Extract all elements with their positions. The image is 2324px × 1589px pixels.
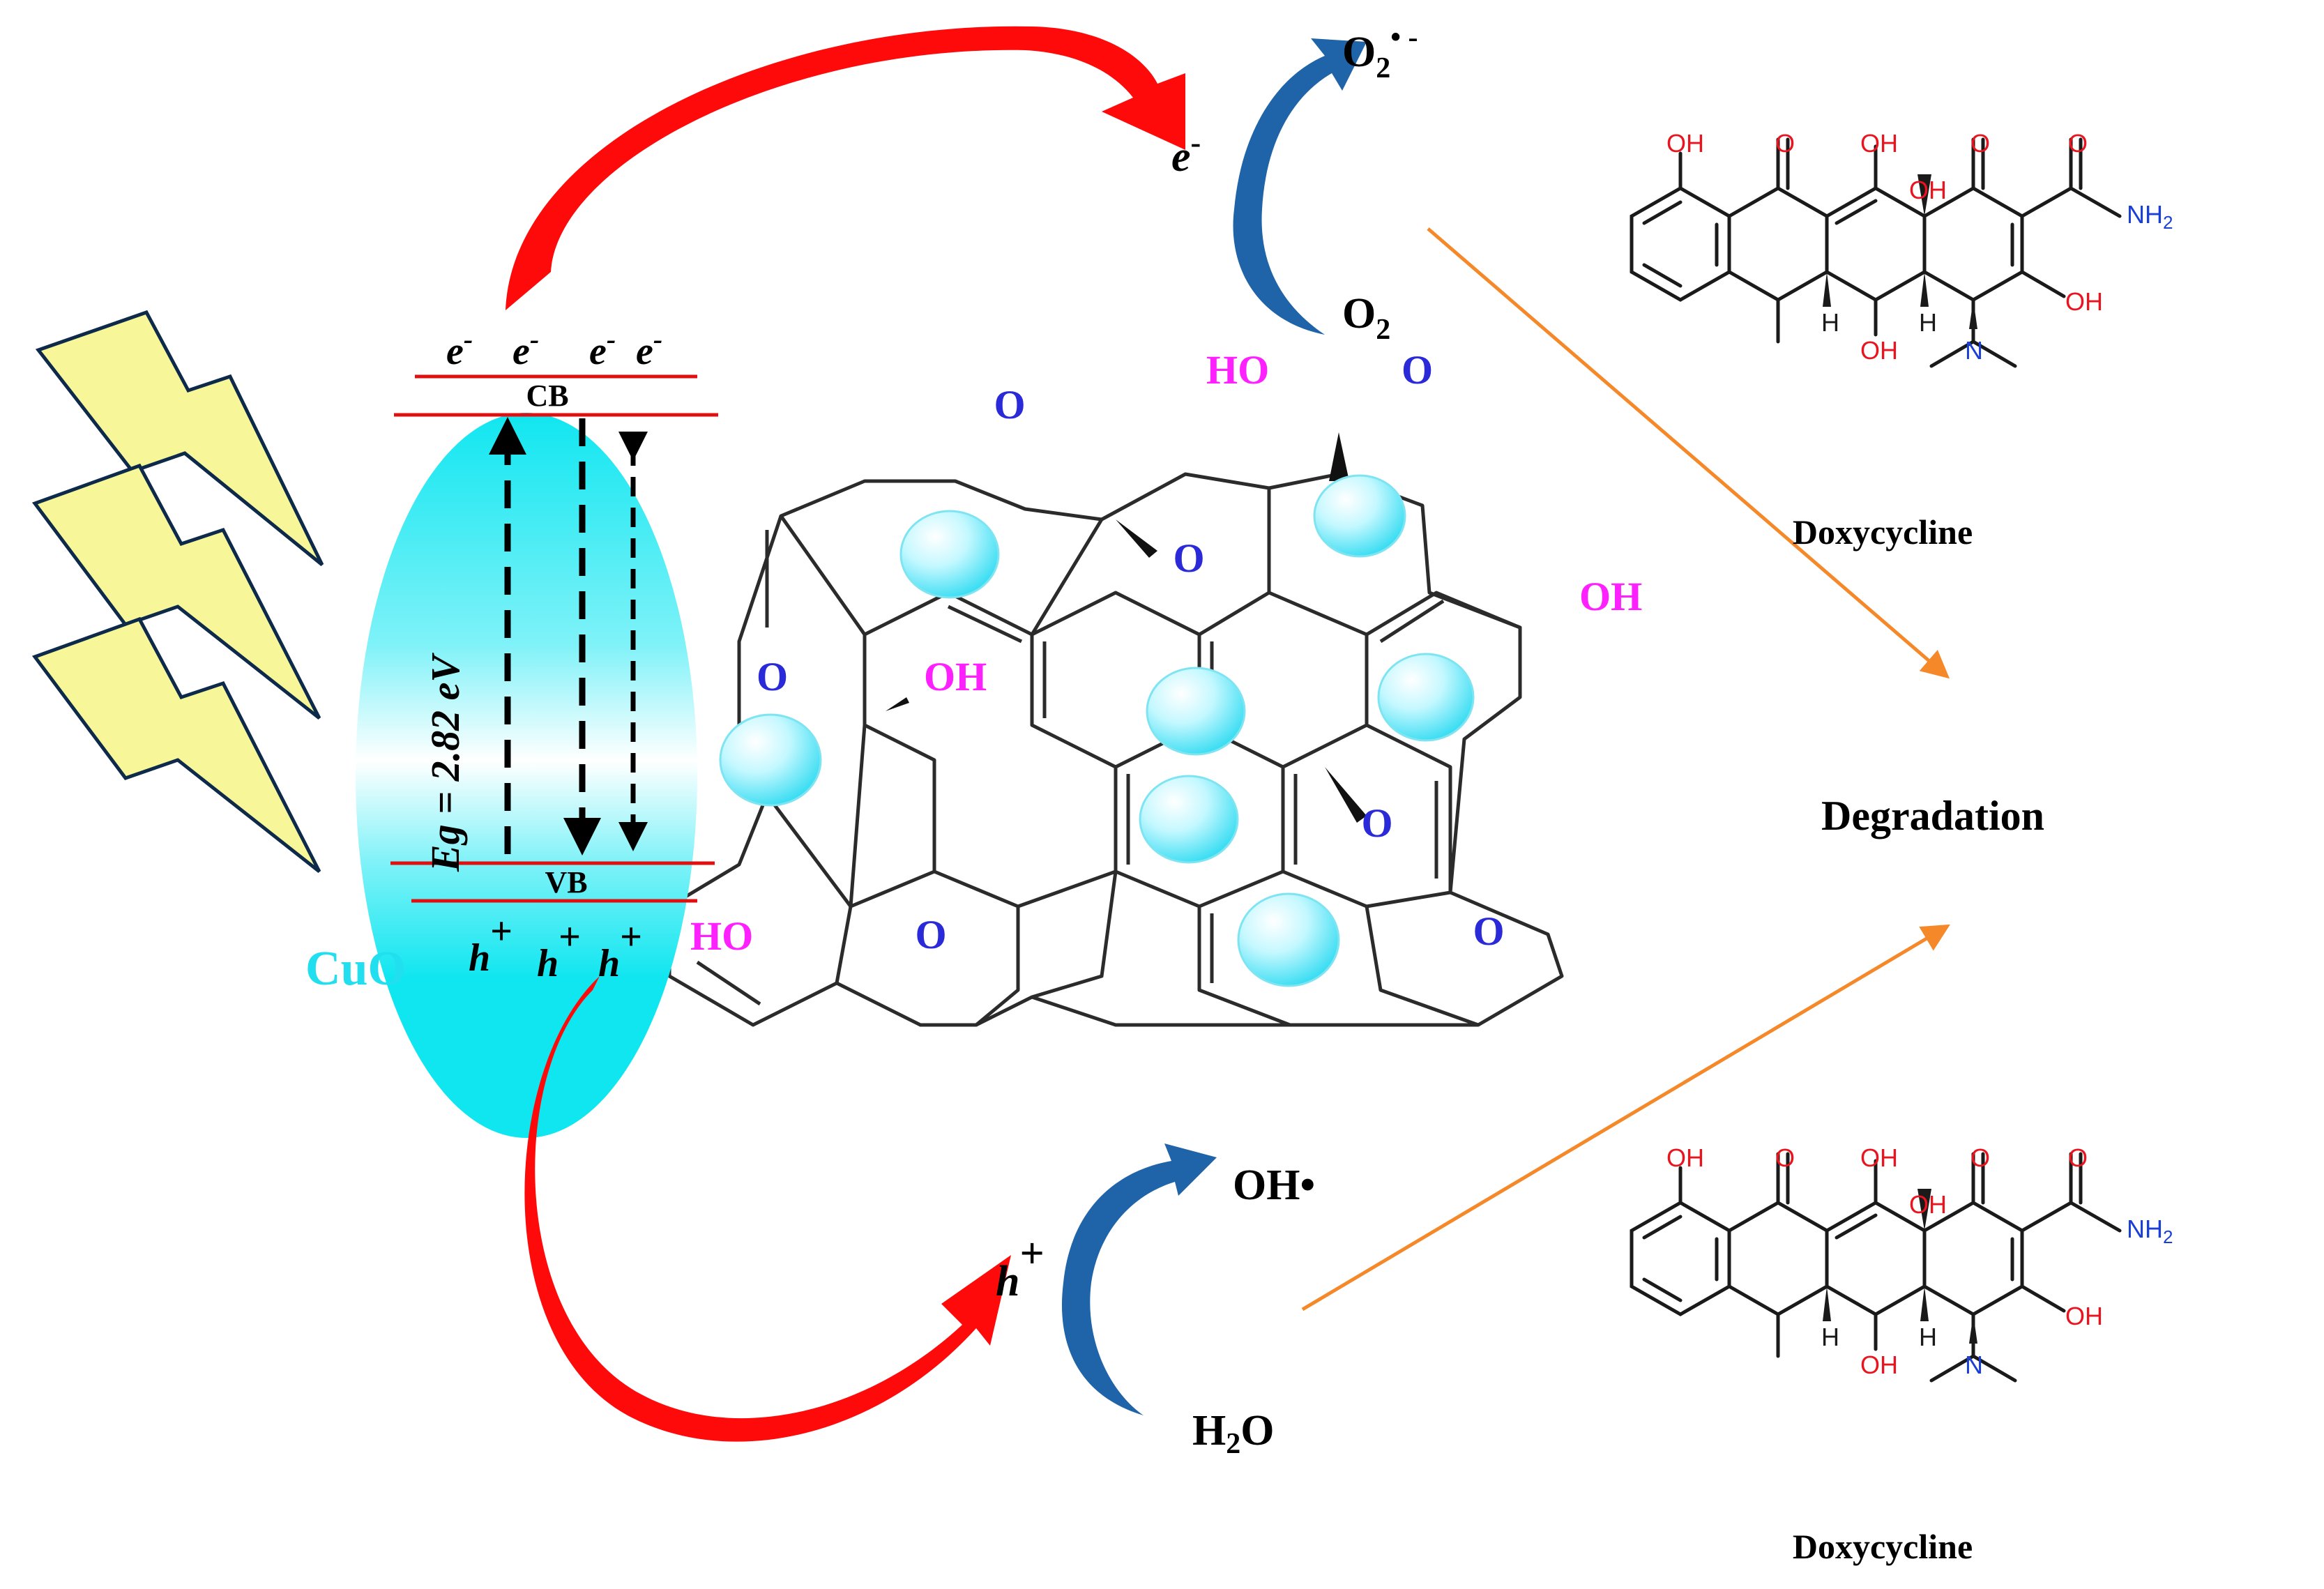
- degradation-arrows: [1301, 227, 1950, 1312]
- atom-label: N: [1965, 1351, 1983, 1379]
- hole-label: h+: [598, 915, 642, 985]
- bandgap-label: Eg = 2.82 eV: [423, 653, 468, 872]
- degradation-label: Degradation: [1821, 793, 2044, 839]
- hydroxyl-label: HO: [690, 913, 753, 959]
- cuo-particle: [356, 413, 697, 1138]
- bubble: [1139, 775, 1239, 864]
- electron-species: e-: [1171, 126, 1201, 181]
- atom-label: OH: [1666, 129, 1704, 158]
- atom-label: OH: [1860, 336, 1898, 365]
- bubble: [899, 510, 1000, 599]
- epoxy-o-label: O: [1173, 535, 1204, 581]
- atom-label: OH: [1860, 1351, 1898, 1379]
- carboxyl-o-label: O: [1402, 347, 1433, 393]
- electron-label: e-: [512, 324, 539, 373]
- electron-label: e-: [589, 324, 616, 373]
- cb-label: CB: [526, 379, 568, 413]
- bubble: [1146, 667, 1246, 756]
- electron-label: e-: [446, 324, 473, 373]
- bubble: [1377, 653, 1475, 742]
- epoxy-o-label: O: [1361, 800, 1392, 846]
- hydroxyl-formation-arrow: [1061, 1143, 1217, 1415]
- molecule-name: Doxycycline: [1793, 512, 1973, 552]
- ketone-o-label: O: [994, 382, 1025, 427]
- oxygen-species: O2: [1342, 290, 1390, 346]
- hole-label: h+: [469, 910, 512, 980]
- atom-label: OH: [1860, 129, 1898, 158]
- doxycycline-molecule-bottom: OH O OH OH O O NH2 OH H H OH N Doxycycli…: [1632, 1143, 2173, 1566]
- light-bolts: [31, 310, 324, 873]
- reaction-labels: e- O2• - O2 h+ OH• H2O: [996, 22, 1418, 1460]
- atom-label: OH: [1666, 1143, 1704, 1172]
- hole-label: h+: [537, 915, 581, 985]
- lightning-bolt-icon: [31, 616, 321, 873]
- hydroxyl-label: OH: [924, 654, 987, 699]
- atom-label: O: [2068, 129, 2088, 158]
- epoxy-o-label: O: [915, 912, 946, 957]
- hydroxyl-radical-species: OH•: [1233, 1162, 1315, 1209]
- electron-label: e-: [636, 324, 662, 373]
- graphene-labels: O HO O O O O O O OH OH HO: [690, 347, 1642, 959]
- atom-label: OH: [1860, 1143, 1898, 1172]
- atom-label: OH: [2065, 287, 2103, 316]
- electron-transfer-arrow: [506, 26, 1185, 310]
- graphene-oxide-sheet: [667, 472, 1564, 1027]
- electrons: e- e- e- e-: [446, 324, 662, 373]
- vb-label: VB: [545, 865, 587, 899]
- atom-label: O: [2068, 1143, 2088, 1172]
- atom-label: OH: [1909, 1190, 1947, 1219]
- degradation-arrow-bottom: [1301, 924, 1950, 1312]
- bubble: [1237, 892, 1340, 987]
- bubble: [719, 713, 822, 807]
- carboxyl-ho-label: HO: [1206, 347, 1269, 393]
- atom-label: H: [1821, 308, 1839, 337]
- superoxide-formation-arrow: [1233, 38, 1367, 335]
- atom-label: N: [1965, 336, 1983, 365]
- adsorption-bubbles: [719, 474, 1475, 987]
- atom-label: H: [1821, 1323, 1839, 1351]
- degradation-arrow-top: [1427, 227, 1950, 679]
- epoxy-o-label: O: [1473, 908, 1504, 954]
- hole-species: h+: [996, 1230, 1045, 1305]
- superoxide-species: O2• -: [1342, 22, 1418, 84]
- atom-label: O: [1775, 1143, 1795, 1172]
- graphene-wedges: [886, 432, 1367, 823]
- molecule-name: Doxycycline: [1793, 1527, 1973, 1566]
- hydroxyl-label: OH: [1579, 574, 1642, 619]
- atom-label: O: [1970, 1143, 1990, 1172]
- atom-label: OH: [2065, 1302, 2103, 1330]
- water-species: H2O: [1192, 1407, 1274, 1460]
- holes: h+ h+ h+: [469, 910, 642, 985]
- bubble: [1313, 474, 1406, 558]
- atom-label: NH2: [2127, 1215, 2173, 1247]
- atom-label: OH: [1909, 176, 1947, 204]
- atom-label: O: [1775, 129, 1795, 158]
- atom-label: O: [1970, 129, 1990, 158]
- doxycycline-molecule-top: OH O OH OH O O NH2 OH H H OH N Doxycycli…: [1632, 129, 2173, 552]
- atom-label: H: [1919, 1323, 1937, 1351]
- atom-label: NH2: [2127, 200, 2173, 233]
- cuo-label: CuO: [305, 942, 406, 996]
- atom-label: H: [1919, 308, 1937, 337]
- edge-o-label: O: [757, 654, 788, 699]
- cuo-semiconductor: CB VB Eg = 2.82 eV e- e- e- e- h+ h+ h+ …: [305, 324, 718, 1138]
